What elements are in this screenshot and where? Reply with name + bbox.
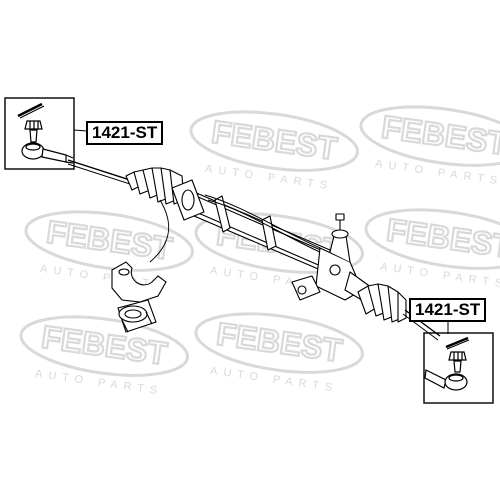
leader-line-left (73, 129, 88, 132)
tie-rod-end-right-callout (423, 332, 494, 404)
watermark (353, 96, 500, 192)
tie-rod-end-left-callout (4, 97, 75, 170)
watermark (183, 101, 363, 197)
watermark (18, 201, 198, 297)
part-number-label-right: 1421-ST (409, 298, 487, 322)
rack-bushing (111, 199, 170, 333)
part-number-label-left: 1421-ST (86, 121, 164, 145)
steering-rack-assembly (67, 159, 441, 341)
watermark (13, 306, 193, 402)
watermark (358, 199, 500, 295)
watermark (188, 303, 368, 399)
